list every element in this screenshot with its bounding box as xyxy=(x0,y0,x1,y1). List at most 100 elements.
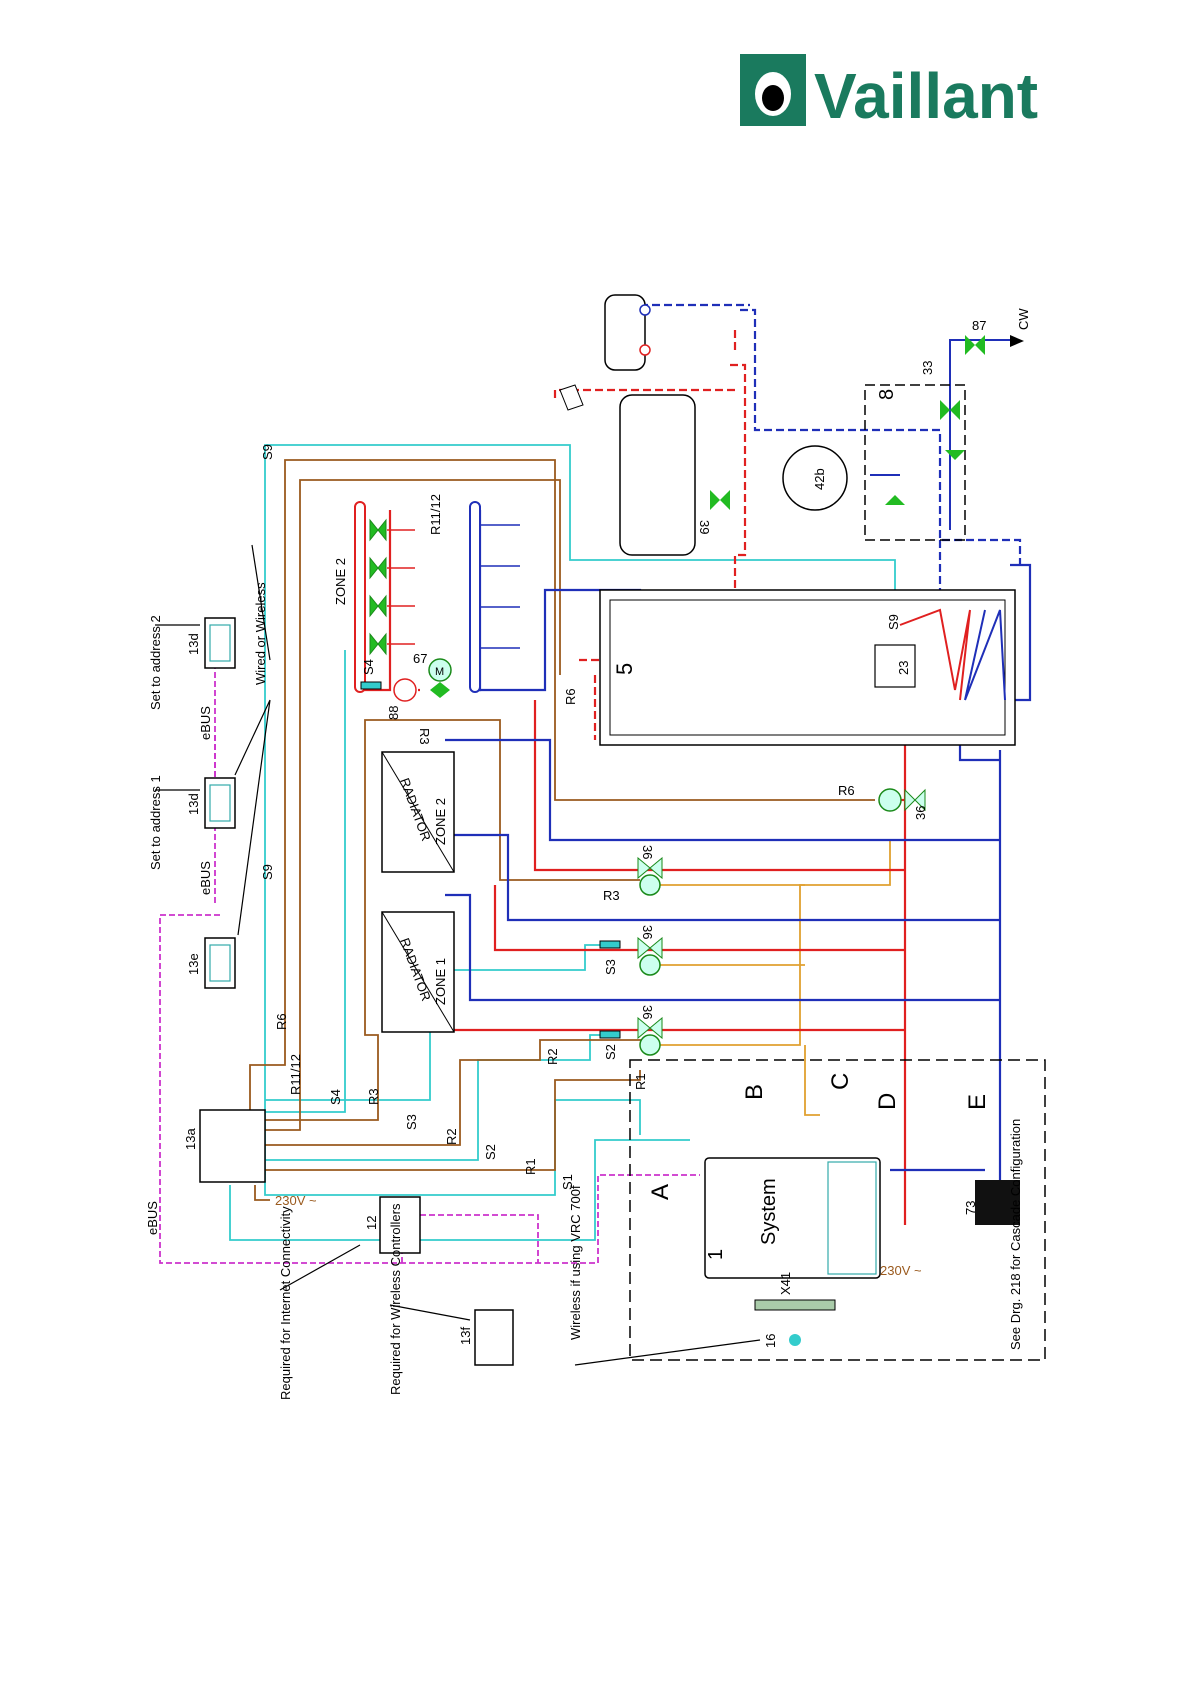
label-D: D xyxy=(874,1093,901,1110)
label-req-internet: Required for Internet Connectivity xyxy=(278,1206,293,1400)
mixing-valve-67 xyxy=(428,658,452,682)
label-cw: CW xyxy=(1016,308,1031,330)
boiler-package-boundary xyxy=(629,1059,1046,1361)
vaillant-logo: Vaillant xyxy=(740,54,1038,132)
cw-inlet-arrow xyxy=(1010,335,1024,347)
label-r2: R2 xyxy=(545,1048,560,1065)
ufh-loops xyxy=(387,529,415,645)
label-r3-top: R3 xyxy=(417,728,432,745)
label-13d-b: 13d xyxy=(186,793,201,815)
pump-88 xyxy=(393,678,417,702)
label-s1: S1 xyxy=(560,1174,575,1190)
label-33: 33 xyxy=(920,361,935,375)
basin-cold-tap xyxy=(639,304,651,316)
label-x41: X41 xyxy=(778,1272,793,1295)
label-s3-left: S3 xyxy=(404,1114,419,1130)
cylinder-inner xyxy=(609,599,1006,736)
cylinder-coil-blue xyxy=(964,609,1006,701)
bath xyxy=(619,394,696,556)
ufh-valves xyxy=(369,518,387,656)
label-r3-mid: R3 xyxy=(603,888,620,903)
label-ebus-1: eBUS xyxy=(198,706,213,740)
label-r6-cyl: R6 xyxy=(563,688,578,705)
label-zone1-rad: ZONE 1 xyxy=(433,958,448,1005)
label-ebus-2: eBUS xyxy=(198,861,213,895)
label-230v-2: 230V ~ xyxy=(880,1263,922,1278)
label-s4-left: S4 xyxy=(328,1089,343,1105)
kit-valves xyxy=(710,335,985,510)
label-ebus-3: eBUS xyxy=(145,1201,160,1235)
label-r1-left: R1 xyxy=(523,1158,538,1175)
label-wired-wireless: Wired or Wireless xyxy=(253,582,268,685)
label-s9-mid: S9 xyxy=(260,864,275,880)
label-73: 73 xyxy=(963,1201,978,1215)
sensor-s3 xyxy=(599,940,621,949)
mixing-valve-body xyxy=(430,682,450,698)
label-13e: 13e xyxy=(186,953,201,975)
hydraulic-header-73 xyxy=(975,1180,1020,1225)
module-13a xyxy=(199,1109,266,1183)
controller-13e xyxy=(204,937,236,989)
ufh-flow-manifold xyxy=(354,501,366,693)
label-zone2-ufh: ZONE 2 xyxy=(333,558,348,605)
label-E: E xyxy=(964,1094,991,1110)
label-r1112-ufh: R11/12 xyxy=(428,494,443,535)
label-16: 16 xyxy=(763,1334,778,1348)
label-s9-top: S9 xyxy=(260,444,275,460)
cylinder-5 xyxy=(599,589,1016,746)
sensor-s4 xyxy=(360,681,382,690)
label-s2-left: S2 xyxy=(483,1144,498,1160)
label-36-b: 36 xyxy=(640,845,655,859)
label-r1112: R11/12 xyxy=(288,1054,303,1095)
label-r1: R1 xyxy=(633,1073,648,1090)
leader-lines xyxy=(155,544,761,1366)
label-230v-1: 230V ~ xyxy=(275,1193,317,1208)
label-r6-valve: R6 xyxy=(838,783,855,798)
zone-valve-36-main xyxy=(637,1016,663,1056)
label-36-d: 36 xyxy=(640,1005,655,1019)
antenna-16 xyxy=(789,1334,801,1346)
label-B: B xyxy=(741,1084,768,1100)
label-87: 87 xyxy=(972,318,986,333)
label-C: C xyxy=(827,1073,854,1090)
label-set-address-1: Set to address 1 xyxy=(148,775,163,870)
label-req-wireless: Required for Wireless Controllers xyxy=(388,1203,403,1395)
cold-water-line xyxy=(870,339,1010,530)
cylinder-coil-red xyxy=(899,608,971,701)
unvented-kit-8 xyxy=(864,384,966,541)
label-12: 12 xyxy=(364,1216,379,1230)
shower-head xyxy=(559,384,584,411)
label-13a: 13a xyxy=(183,1128,198,1150)
label-13f: 13f xyxy=(458,1327,473,1345)
label-23: 23 xyxy=(896,661,911,675)
label-A: A xyxy=(647,1184,674,1200)
zone-valve-36-zone2 xyxy=(637,856,663,896)
label-s9-cyl: S9 xyxy=(886,614,901,630)
ufh-return-manifold xyxy=(469,501,481,693)
label-88: 88 xyxy=(386,706,401,720)
label-8: 8 xyxy=(876,389,898,400)
label-r2-left: R2 xyxy=(444,1128,459,1145)
receiver-13f xyxy=(474,1309,514,1366)
label-36-a: 36 xyxy=(913,806,928,820)
boiler-system xyxy=(704,1157,881,1279)
label-13d-a: 13d xyxy=(186,633,201,655)
zone-valve-36-zone1 xyxy=(637,936,663,976)
cylinder-thermostat-23 xyxy=(874,644,916,688)
label-cascade: See Drg. 218 for Cascade Configuration xyxy=(1008,1119,1023,1350)
actuator-wiring xyxy=(660,840,891,1116)
label-5: 5 xyxy=(612,663,637,675)
label-s4-ufh: S4 xyxy=(361,659,376,675)
gateway-12 xyxy=(379,1196,421,1254)
label-system: System xyxy=(758,1178,780,1245)
label-set-address-2: Set to address 2 xyxy=(148,615,163,710)
label-39: 39 xyxy=(697,520,712,534)
expansion-vessel-42b xyxy=(782,445,848,511)
controller-13d-a1 xyxy=(204,777,236,829)
label-42b: 42b xyxy=(812,468,827,490)
basin-hot-tap xyxy=(639,344,651,356)
label-m-valve: M xyxy=(435,666,444,678)
label-67: 67 xyxy=(413,651,427,666)
label-1: 1 xyxy=(705,1249,727,1260)
